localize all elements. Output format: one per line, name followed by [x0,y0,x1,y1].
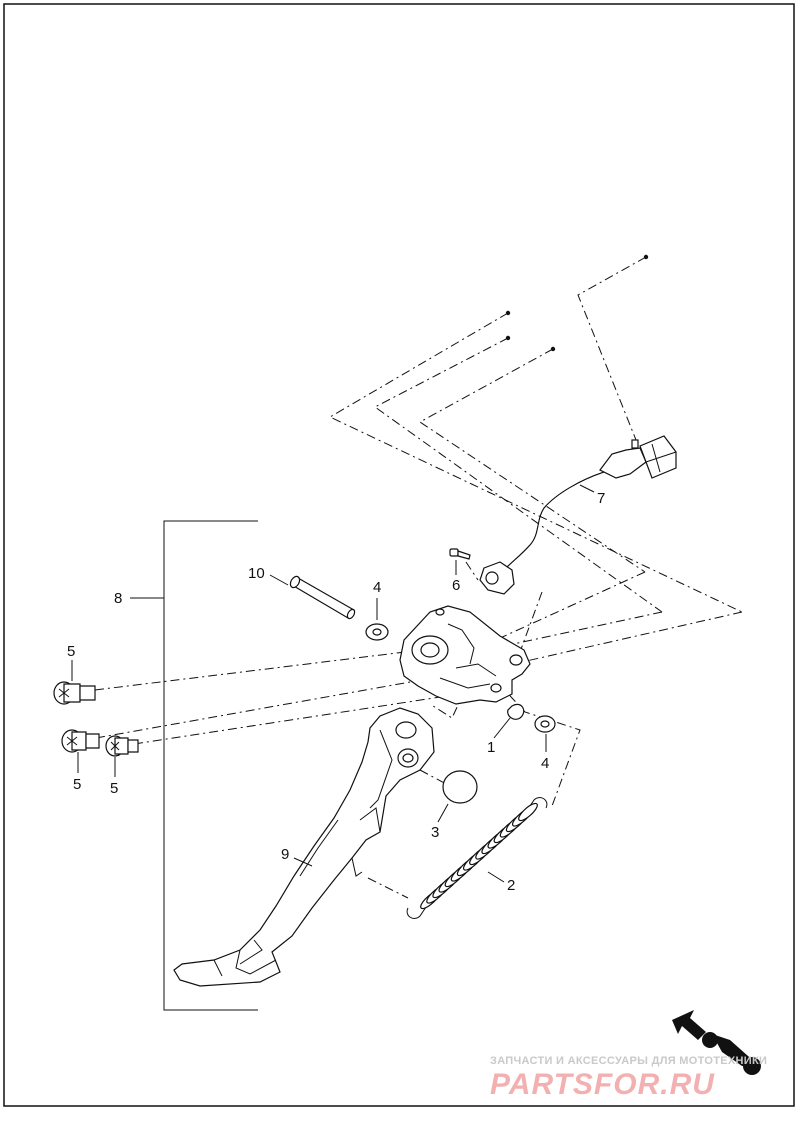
arrow-icon [672,1010,706,1040]
callout-2: 2 [507,877,515,894]
callout-1: 1 [487,739,495,756]
callout-5-lower-left: 5 [73,776,81,793]
bolt-5-upper [53,681,96,705]
kickstand [173,707,435,987]
callout-5-upper: 5 [67,643,75,660]
callout-8: 8 [114,590,122,607]
screw-6 [449,548,471,560]
callout-7: 7 [597,490,605,507]
leader-lines [71,484,595,883]
e-clip [507,703,525,720]
callout-4-upper: 4 [373,579,381,596]
mounting-bracket [399,605,531,705]
callout-labels: 10 4 6 7 8 5 5 5 1 4 3 9 2 [67,490,605,894]
return-spring [406,797,548,919]
diagram-border [3,3,795,1107]
rubber-bumper [442,770,478,804]
watermark-logo: ЗАПЧАСТИ И АКСЕССУАРЫ ДЛЯ МОТОТЕХНИКИ PA… [490,1010,767,1101]
pivot-pin [289,575,356,620]
washer-4-upper [365,623,389,641]
spring-coil [518,802,538,822]
callout-4-lower: 4 [541,755,549,772]
callout-5-lower-right: 5 [110,780,118,797]
bolt-5-lower-right [105,735,139,757]
callout-9: 9 [281,846,289,863]
callout-10: 10 [248,565,265,582]
watermark-tagline: ЗАПЧАСТИ И АКСЕССУАРЫ ДЛЯ МОТОТЕХНИКИ [490,1055,767,1067]
assembly-bracket [130,520,258,1011]
route-end-dots [505,254,649,352]
sensor-switch-with-cable [479,435,677,595]
callout-6: 6 [452,577,460,594]
watermark-brand: PARTSFOR.RU [490,1068,715,1101]
callout-3: 3 [431,824,439,841]
wiring-route-lines [328,256,743,663]
washer-4-lower [534,715,556,733]
bolt-5-lower-left [61,729,100,753]
